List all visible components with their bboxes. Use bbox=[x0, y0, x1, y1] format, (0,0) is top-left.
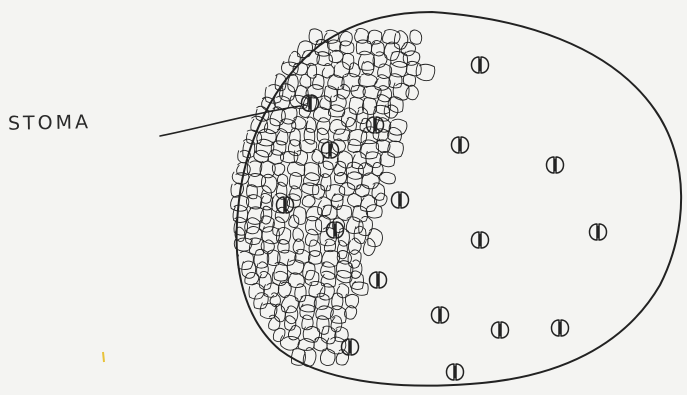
stoma-label: STOMA bbox=[8, 111, 91, 134]
yellow-speck bbox=[103, 352, 104, 362]
